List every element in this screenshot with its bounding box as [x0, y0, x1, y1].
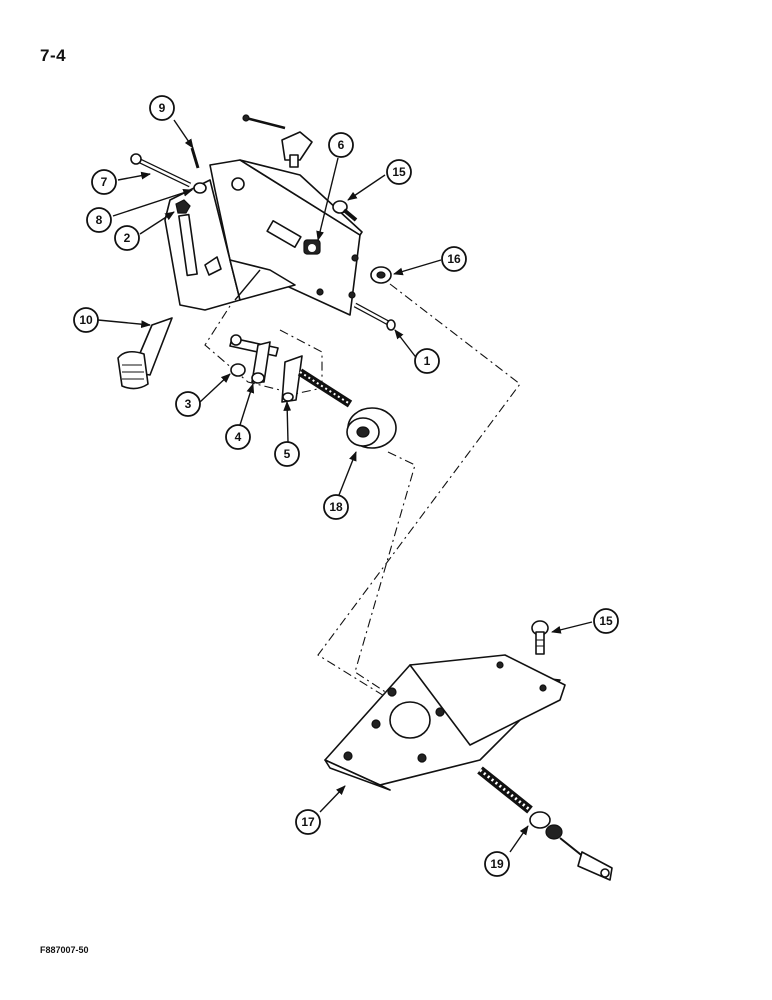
- svg-text:7: 7: [101, 175, 108, 189]
- callout-9: 9: [149, 95, 175, 121]
- callout-1: 1: [414, 348, 440, 374]
- knob-18: [346, 407, 397, 449]
- callout-10: 10: [73, 307, 99, 333]
- figure-code: F887007-50: [40, 945, 89, 955]
- callout-2: 2: [114, 225, 140, 251]
- callout-5: 5: [274, 441, 300, 467]
- nut-2: [175, 199, 191, 214]
- svg-text:1: 1: [424, 354, 431, 368]
- svg-text:9: 9: [159, 101, 166, 115]
- bolt-15-top: [332, 200, 358, 222]
- mounting-bracket-17: [324, 654, 566, 791]
- callout-17: 17: [295, 809, 321, 835]
- svg-text:15: 15: [599, 614, 613, 628]
- svg-text:8: 8: [96, 213, 103, 227]
- linkage-assembly: [229, 334, 353, 408]
- svg-text:4: 4: [235, 430, 242, 444]
- washer-16: [370, 266, 392, 284]
- svg-text:3: 3: [185, 397, 192, 411]
- callout-16: 16: [441, 246, 467, 272]
- leader-lines: [97, 119, 593, 853]
- callout-6: 6: [328, 132, 354, 158]
- callout-8: 8: [86, 207, 112, 233]
- callout-15-top: 15: [386, 159, 412, 185]
- callout-18: 18: [323, 494, 349, 520]
- svg-text:5: 5: [284, 447, 291, 461]
- svg-text:17: 17: [301, 815, 315, 829]
- washer-8: [193, 182, 207, 194]
- svg-text:16: 16: [447, 252, 461, 266]
- bolt-1: [353, 302, 396, 331]
- lever-bracket-assembly: [117, 159, 363, 390]
- page-number: 7-4: [40, 46, 67, 65]
- svg-text:10: 10: [79, 313, 93, 327]
- callout-7: 7: [91, 169, 117, 195]
- svg-text:19: 19: [490, 857, 504, 871]
- cable-19: [477, 766, 613, 881]
- callout-4: 4: [225, 424, 251, 450]
- svg-text:18: 18: [329, 500, 343, 514]
- svg-text:6: 6: [338, 138, 345, 152]
- pin-9: [190, 147, 200, 169]
- callout-15-bottom: 15: [593, 608, 619, 634]
- callout-19: 19: [484, 851, 510, 877]
- callout-3: 3: [175, 391, 201, 417]
- top-switch: [242, 114, 313, 168]
- bolt-15-bottom: [531, 620, 549, 655]
- svg-text:15: 15: [392, 165, 406, 179]
- svg-text:2: 2: [124, 231, 131, 245]
- bolt-7: [130, 153, 192, 188]
